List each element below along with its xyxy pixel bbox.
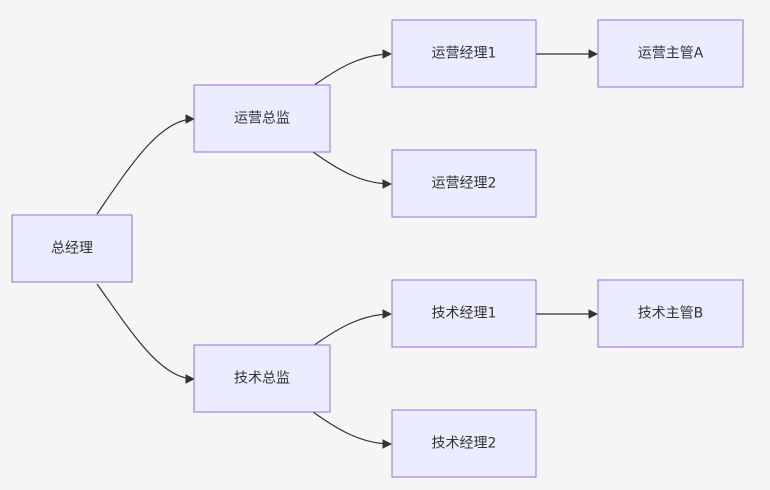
edge-gm-to-ops-director bbox=[96, 114, 195, 215]
node-tech-supervisor-b[interactable]: 技术主管B bbox=[597, 279, 744, 348]
node-tech-manager-1-label: 技术经理1 bbox=[432, 306, 497, 322]
node-tech-supervisor-b-label: 技术主管B bbox=[638, 306, 704, 322]
node-tech-director-label: 技术总监 bbox=[234, 371, 290, 387]
edges bbox=[96, 49, 598, 449]
edge-ops-director-to-ops-manager-1 bbox=[312, 49, 392, 87]
node-ops-supervisor-a-label: 运营主管A bbox=[638, 46, 704, 62]
edge-tech-director-to-tech-manager-1 bbox=[312, 309, 392, 347]
edge-tech-director-to-tech-manager-2 bbox=[312, 411, 392, 449]
node-ops-manager-1[interactable]: 运营经理1 bbox=[391, 19, 537, 88]
node-ops-director-label: 运营总监 bbox=[234, 111, 290, 127]
node-ops-director[interactable]: 运营总监 bbox=[193, 84, 331, 153]
node-tech-manager-2[interactable]: 技术经理2 bbox=[391, 409, 537, 478]
node-ops-manager-2[interactable]: 运营经理2 bbox=[391, 149, 537, 218]
node-ops-supervisor-a[interactable]: 运营主管A bbox=[597, 19, 744, 88]
edge-gm-to-tech-director bbox=[96, 283, 195, 384]
node-tech-manager-2-label: 技术经理2 bbox=[432, 436, 497, 452]
edge-ops-director-to-ops-manager-2 bbox=[312, 151, 392, 189]
node-general-manager[interactable]: 总经理 bbox=[11, 214, 133, 283]
node-ops-manager-2-label: 运营经理2 bbox=[432, 176, 497, 192]
node-ops-manager-1-label: 运营经理1 bbox=[432, 46, 497, 62]
node-tech-manager-1[interactable]: 技术经理1 bbox=[391, 279, 537, 348]
node-tech-director[interactable]: 技术总监 bbox=[193, 344, 331, 413]
node-general-manager-label: 总经理 bbox=[51, 241, 93, 257]
